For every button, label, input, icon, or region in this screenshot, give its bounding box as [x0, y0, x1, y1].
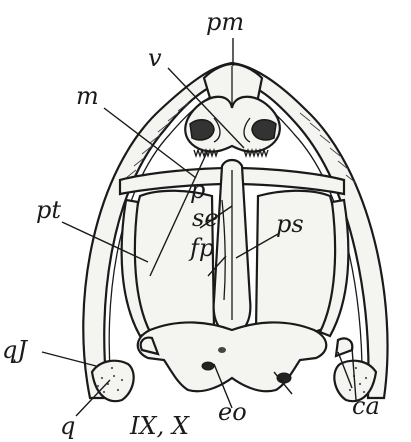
label-ps: ps — [276, 210, 304, 238]
label-fp: fp — [188, 234, 214, 262]
occipital-region — [138, 322, 327, 391]
label-eo: eo — [218, 398, 247, 426]
label-qj: qJ — [2, 336, 28, 364]
label-m: m — [76, 82, 99, 110]
label-v: v — [148, 44, 162, 72]
label-p: p — [190, 176, 205, 204]
right-naris — [252, 120, 276, 140]
left-naris — [190, 120, 214, 140]
label-pt: pt — [36, 196, 61, 224]
label-pm: pm — [206, 8, 244, 36]
parasphenoid — [214, 160, 251, 336]
label-nerves: IX, X — [129, 412, 190, 440]
label-se: se — [192, 204, 219, 232]
label-ca: ca — [352, 392, 380, 420]
label-q: q — [60, 412, 75, 440]
